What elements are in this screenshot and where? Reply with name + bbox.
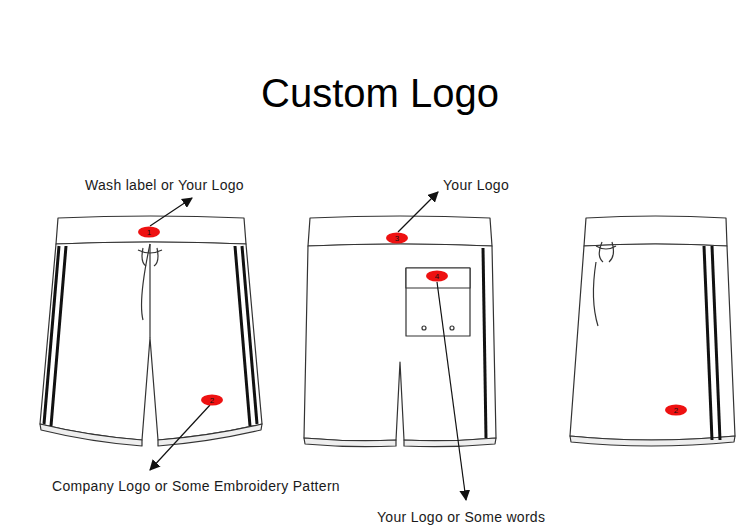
callout-number: 2	[201, 395, 223, 406]
waistband	[56, 216, 246, 244]
shorts-back	[304, 244, 496, 441]
side-stripes	[44, 246, 720, 440]
callout-text: Company Logo or Some Embroidery Pattern	[52, 478, 340, 494]
callout-number: 1	[138, 227, 160, 238]
callout-text: Your Logo	[443, 177, 509, 193]
callout-number: 4	[426, 271, 448, 282]
callout-text: Wash label or Your Logo	[85, 177, 244, 193]
page-title: Custom Logo	[261, 70, 499, 116]
shorts-front	[40, 242, 262, 440]
waistband	[584, 216, 727, 246]
waistband	[308, 216, 492, 246]
hem	[40, 424, 142, 446]
callout-number: 3	[386, 233, 408, 244]
leader-lines	[150, 192, 466, 500]
back-pocket	[406, 268, 470, 336]
callout-text: Your Logo or Some words	[377, 509, 545, 525]
callout-number: 2	[665, 405, 687, 416]
hem	[158, 424, 262, 446]
shorts-side	[570, 244, 735, 440]
